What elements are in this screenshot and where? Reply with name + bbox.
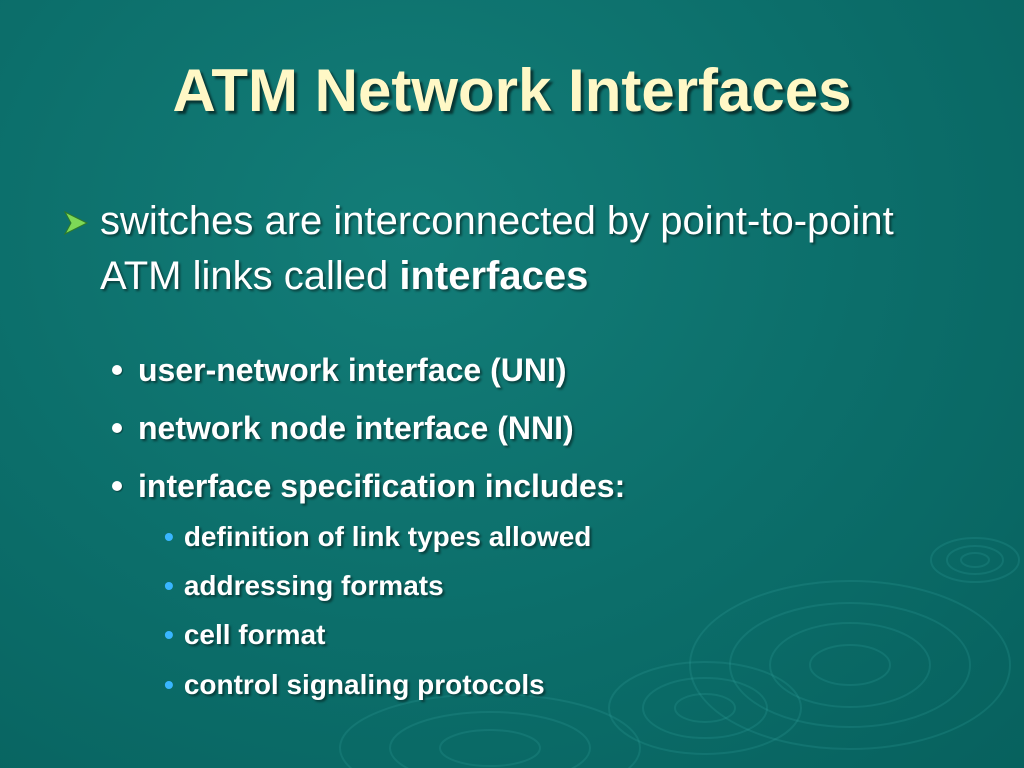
sub-bullet-nni: network node interface (NNI) [112,408,574,448]
bullet-glyph: • [164,570,174,601]
round-dot-icon [112,364,122,375]
round-dot-icon [112,480,122,491]
emphasis-interfaces: interfaces [399,254,589,298]
bullet-glyph: • [164,619,174,650]
sub-sub-bullet-control-signaling: •control signaling protocols [164,669,545,700]
arrow-chevron-icon [63,210,89,236]
bullet-level1: switches are interconnected by point-to-… [62,194,962,304]
bullet-level1-text: switches are interconnected by point-to-… [100,199,894,298]
sub-bullet-interface-spec: interface specification includes: [112,466,625,506]
sub-sub-bullet-addressing: •addressing formats [164,570,444,601]
bullet-glyph: • [164,521,174,552]
round-dot-icon [112,422,122,433]
sub-bullet-uni: user-network interface (UNI) [112,350,567,390]
sub-sub-bullet-link-types: •definition of link types allowed [164,521,592,552]
bullet-glyph: • [164,669,174,700]
sub-sub-bullet-cell-format: •cell format [164,619,326,650]
slide-title: ATM Network Interfaces [172,57,852,124]
